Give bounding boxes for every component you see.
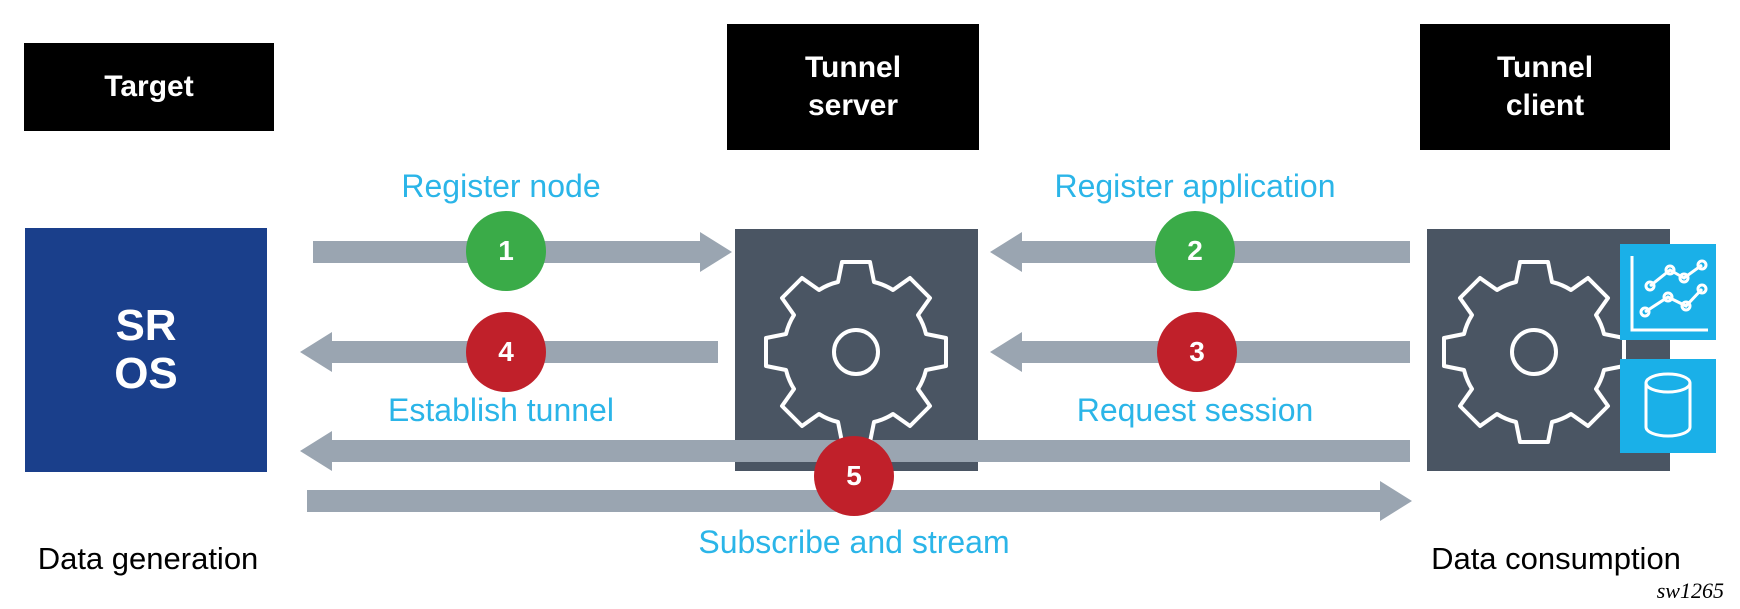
step-1-label: Register node [401, 168, 601, 204]
header-tunnel-client: Tunnel client [1420, 24, 1670, 150]
step-4-label: Establish tunnel [388, 392, 614, 428]
tunnel-server-box [735, 229, 978, 471]
gear-icon [1442, 260, 1626, 444]
sros-node: SR OS [25, 228, 267, 472]
step-3-label: Request session [1076, 392, 1314, 428]
step-5-label: Subscribe and stream [698, 524, 1010, 560]
header-tunnel-server-line-2: server [807, 89, 899, 122]
sros-line-2: OS [114, 349, 178, 398]
step-3-badge: 3 [1157, 312, 1237, 392]
header-tunnel-server-line-1: Tunnel [804, 51, 902, 84]
header-tunnel-server: Tunnel server [727, 24, 979, 150]
header-tunnel-client-line-2: client [1505, 89, 1585, 122]
header-target-line-1: Target [104, 70, 194, 103]
step-2-label: Register application [1054, 168, 1336, 204]
caption-data-consumption: Data consumption [1431, 541, 1681, 576]
step-4-badge: 4 [466, 312, 546, 392]
figure-id: sw1265 [1656, 578, 1724, 603]
header-tunnel-client-line-1: Tunnel [1496, 51, 1594, 84]
database-icon [1620, 359, 1716, 453]
step-1-badge: 1 [466, 211, 546, 291]
header-target: Target [24, 43, 274, 131]
caption-data-generation: Data generation [37, 541, 259, 576]
line-chart-icon [1620, 244, 1716, 340]
sros-line-1: SR [115, 301, 177, 350]
step-5-badge: 5 [814, 436, 894, 516]
step-2-badge: 2 [1155, 211, 1235, 291]
